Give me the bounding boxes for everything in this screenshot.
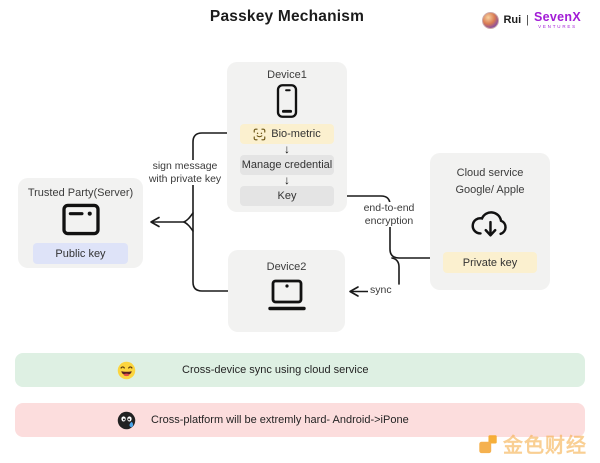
smartphone-icon [276, 84, 298, 118]
page-title: Passkey Mechanism [209, 8, 365, 25]
jinse-watermark: 金色财经 [477, 429, 587, 458]
sign-message-line2: with private key [148, 172, 222, 185]
sevenx-logo: SevenX VENTURES [534, 11, 581, 29]
cloud-title-line1: Cloud service [456, 167, 524, 179]
down-arrow-icon: ↓ [284, 142, 290, 156]
down-arrow-icon: ↓ [284, 173, 290, 187]
manage-credential-step: Manage credential [240, 155, 334, 175]
trusted-party-title: Trusted Party(Server) [27, 187, 134, 199]
laughing-face-emoji [117, 361, 136, 379]
public-key-chip: Public key [33, 243, 128, 264]
jinse-watermark-text: 金色财经 [503, 433, 587, 457]
trusted-party-node: Trusted Party(Server) Public key [18, 178, 143, 268]
server-window-icon [61, 203, 100, 236]
byline: Rui | SevenX VENTURES [482, 11, 581, 29]
byline-divider: | [526, 14, 530, 26]
sign-message-line1: sign message [152, 160, 218, 172]
dark-sweat-face-emoji [117, 411, 136, 429]
pro-note-text: Cross-device sync using cloud service [182, 364, 369, 376]
cloud-service-node: Cloud service Google/ Apple Private key [430, 153, 550, 290]
public-key-label: Public key [55, 247, 106, 260]
jinse-logo-icon [479, 434, 497, 453]
private-key-label: Private key [462, 256, 518, 269]
device2-node: Device2 [228, 250, 345, 332]
author-avatar [482, 11, 500, 29]
brand-name: SevenX [534, 10, 581, 24]
device1-title: Device1 [267, 69, 307, 81]
sign-message-label: sign message with private key [144, 160, 226, 185]
private-key-chip: Private key [443, 252, 537, 273]
con-note-banner: Cross-platform will be extremly hard- An… [15, 403, 585, 437]
con-note-text: Cross-platform will be extremly hard- An… [151, 414, 409, 426]
device1-node: Device1 Bio-metric ↓ Manage credential ↓… [227, 62, 347, 212]
cloud-download-icon [471, 211, 507, 237]
face-scan-icon [253, 128, 266, 140]
device2-title: Device2 [266, 261, 307, 273]
biometric-step: Bio-metric [240, 124, 334, 144]
pro-note-banner: Cross-device sync using cloud service [15, 353, 585, 387]
sync-label: sync [368, 284, 394, 297]
key-step: Key [240, 186, 334, 206]
manage-credential-label: Manage credential [241, 159, 333, 171]
biometric-label: Bio-metric [271, 128, 321, 140]
laptop-icon [267, 279, 306, 311]
brand-subtitle: VENTURES [538, 23, 577, 29]
key-label: Key [277, 190, 297, 202]
author-name: Rui [503, 14, 522, 26]
e2e-line1: end-to-end [363, 202, 415, 214]
cloud-title-line2: Google/ Apple [455, 184, 525, 196]
end-to-end-encryption-label: end-to-end encryption [357, 202, 421, 227]
e2e-line2: encryption [364, 214, 414, 227]
